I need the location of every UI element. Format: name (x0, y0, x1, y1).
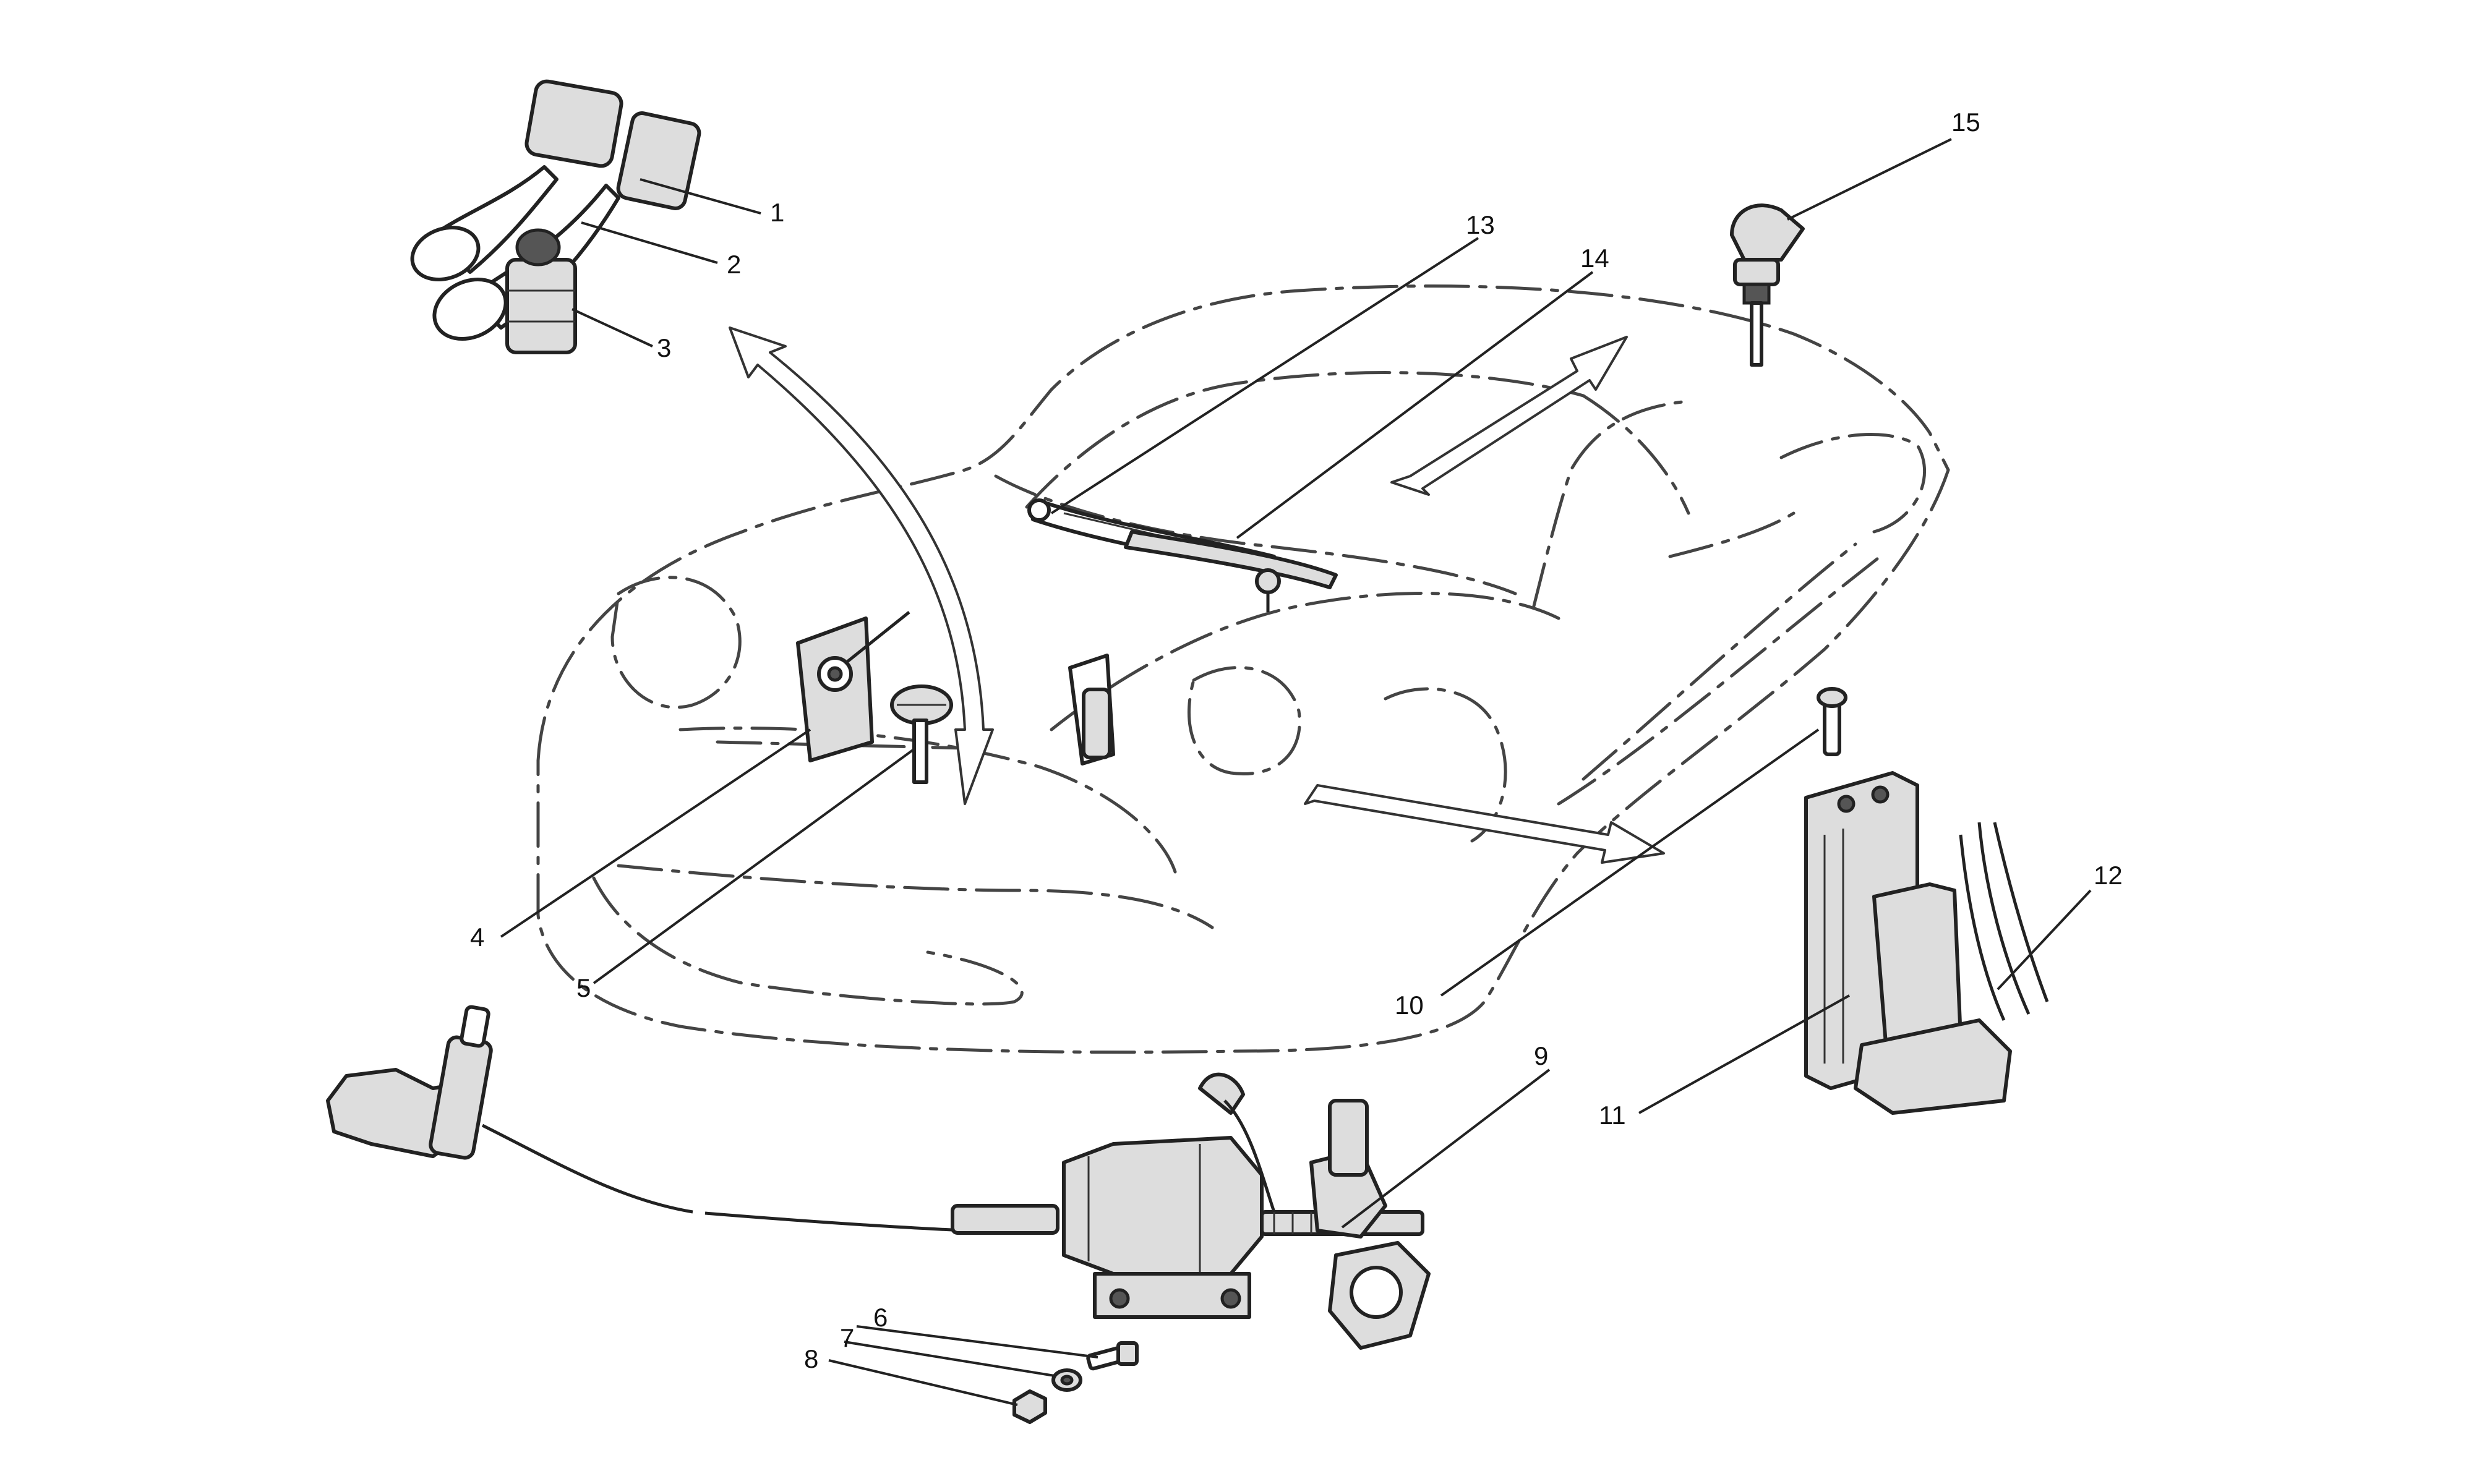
callout-labels: 1 2 3 4 5 6 7 8 9 10 11 12 13 14 15 (470, 108, 2123, 1373)
callout-6: 6 (873, 1303, 888, 1332)
washer-pump-icon (1068, 654, 1115, 765)
callout-1: 1 (770, 198, 784, 227)
callout-5: 5 (576, 973, 591, 1002)
wiper-blade-icon (1027, 498, 1338, 612)
callout-15: 15 (1951, 108, 1980, 137)
washer-icon (1051, 1368, 1082, 1392)
callout-12: 12 (2094, 861, 2123, 890)
callout-2: 2 (727, 250, 741, 279)
bracket-reservoir-icon (1804, 687, 2049, 1115)
callout-13: 13 (1466, 210, 1495, 239)
switch-icon (890, 684, 953, 784)
twin-horn-icon (410, 79, 701, 354)
callout-14: 14 (1580, 244, 1609, 273)
callout-8: 8 (804, 1344, 818, 1373)
wiper-motor-icon (951, 1072, 1431, 1350)
nut-icon (1012, 1389, 1047, 1424)
car-outline-icon (536, 284, 1950, 1054)
leader-lines (500, 138, 2092, 1406)
washer-jet-icon (1730, 203, 1805, 367)
wiper-linkage-icon (326, 1005, 965, 1232)
callout-11: 11 (1599, 1101, 1626, 1130)
callout-10: 10 (1395, 991, 1424, 1020)
screw-icon (1086, 1341, 1139, 1371)
relay-plate-icon (796, 611, 910, 762)
callout-3: 3 (657, 333, 671, 362)
callout-4: 4 (470, 923, 484, 952)
callout-9: 9 (1534, 1041, 1548, 1070)
location-arrows (729, 326, 1665, 864)
callout-7: 7 (840, 1323, 854, 1352)
